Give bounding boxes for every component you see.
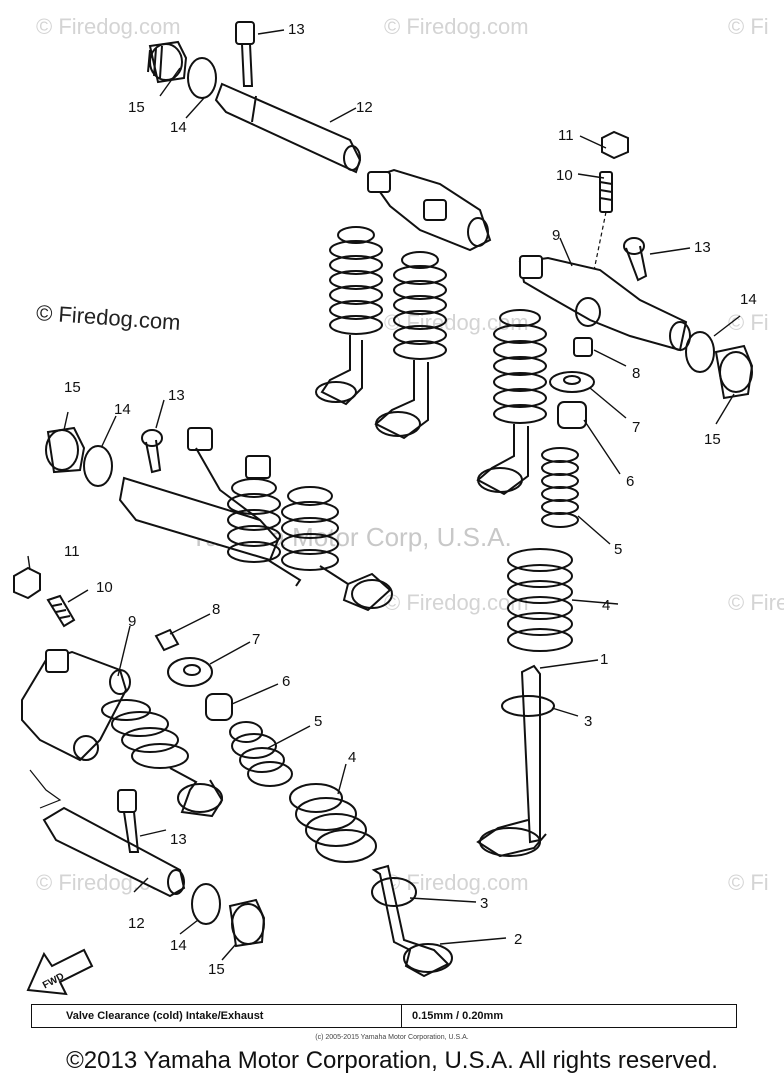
plug-15-lower [228, 898, 266, 948]
callout-5: 5 [614, 541, 622, 558]
retainer-7-left [167, 657, 213, 687]
callout-4: 4 [602, 597, 610, 614]
callout-4: 4 [348, 749, 356, 766]
outer-spring-4-left [289, 783, 377, 863]
spring-stack-left-lower [101, 699, 224, 818]
oring-14-left [83, 445, 113, 487]
watermark: © Firedog.com [384, 870, 529, 895]
callout-14: 14 [114, 401, 131, 418]
oring-14-right [685, 331, 715, 373]
bolt-13-right [623, 237, 648, 282]
spring-stack-upper-a [315, 226, 383, 406]
callout-15: 15 [128, 99, 145, 116]
spring-stack-left-b [281, 486, 393, 612]
callout-13: 13 [694, 239, 711, 256]
watermark: © Firedog.com [36, 14, 181, 39]
valve-train-exploded-diagram: 13 15 14 12 11 10 9 13 14 8 7 15 6 5 4 1… [13, 21, 757, 996]
callout-11: 11 [64, 543, 80, 560]
callout-2: 2 [514, 931, 522, 948]
callout-6: 6 [282, 673, 290, 690]
rocker-arm-left-9 [21, 649, 131, 809]
callout-9: 9 [552, 227, 560, 244]
oring-14-top [187, 57, 217, 99]
callout-15: 15 [704, 431, 721, 448]
spec-value: 0.15mm / 0.20mm [412, 1010, 504, 1022]
callout-7: 7 [252, 631, 260, 648]
bolt-13-left [141, 429, 163, 474]
footer-copyright: ©2013 Yamaha Motor Corporation, U.S.A. A… [66, 1047, 718, 1074]
callout-10: 10 [556, 167, 573, 184]
washer-3-lower [371, 877, 417, 907]
callout-15: 15 [208, 961, 225, 978]
watermark: © Firedog.com [384, 14, 529, 39]
callout-8: 8 [212, 601, 220, 618]
watermark: © Fi [728, 870, 769, 895]
callout-11: 11 [558, 127, 574, 144]
watermark: © Fi [728, 310, 769, 335]
spring-stack-left-a [227, 478, 302, 587]
cotter-8-right [573, 337, 593, 357]
spring-stack-upper-b [374, 251, 447, 440]
watermark: © Fire [728, 590, 784, 615]
inner-spring-5-left [229, 721, 293, 787]
callout-6: 6 [626, 473, 634, 490]
shaft-12-top [214, 82, 362, 174]
small-copyright: (c) 2005-2015 Yamaha Motor Corporation, … [315, 1034, 469, 1041]
callout-13: 13 [170, 831, 187, 848]
callout-8: 8 [632, 365, 640, 382]
callout-14: 14 [740, 291, 757, 308]
outer-spring-4-right [507, 548, 573, 652]
plug-15-top [147, 40, 188, 84]
callout-12: 12 [128, 915, 145, 932]
callout-9: 9 [128, 613, 136, 630]
valve-1-right [476, 664, 547, 858]
washer-3-right [501, 695, 555, 717]
watermark: © Fi [728, 14, 769, 39]
callout-14: 14 [170, 937, 187, 954]
valve-2-lower [371, 864, 453, 978]
callout-14: 14 [170, 119, 187, 136]
callout-3: 3 [480, 895, 488, 912]
callout-3: 3 [584, 713, 592, 730]
plug-15-left [45, 426, 86, 474]
retainer-7-right [549, 371, 595, 393]
nut-11-left [13, 566, 41, 600]
oring-14-lower [191, 883, 221, 925]
callout-13: 13 [288, 21, 305, 38]
bolt-13-top [235, 21, 255, 87]
fwd-arrow-icon [26, 948, 94, 996]
nut-11-right [601, 130, 629, 160]
watermark: © Firedog.com [384, 590, 529, 615]
callout-13: 13 [168, 387, 185, 404]
callout-1: 1 [600, 651, 608, 668]
spec-label: Valve Clearance (cold) Intake/Exhaust [32, 1005, 402, 1027]
seal-6-left [205, 693, 233, 721]
rocker-arm-right-9 [518, 255, 691, 352]
cotter-8-left [154, 628, 180, 652]
valve-clearance-spec-table: Valve Clearance (cold) Intake/Exhaust 0.… [31, 1004, 737, 1028]
rocker-arm-upper [367, 168, 492, 252]
seal-6-right [557, 401, 587, 429]
inner-spring-5-right [541, 447, 579, 528]
callout-15: 15 [64, 379, 81, 396]
adjuster-10-left [46, 594, 76, 628]
callout-7: 7 [632, 419, 640, 436]
shaft-12-lower [42, 806, 186, 898]
spring-stack-right-mid [476, 309, 547, 496]
bolt-13-lower [117, 789, 140, 853]
rocker-shaft-left [118, 427, 280, 562]
callout-12: 12 [356, 99, 373, 116]
plug-15-right [714, 344, 754, 400]
callout-5: 5 [314, 713, 322, 730]
callout-10: 10 [96, 579, 113, 596]
